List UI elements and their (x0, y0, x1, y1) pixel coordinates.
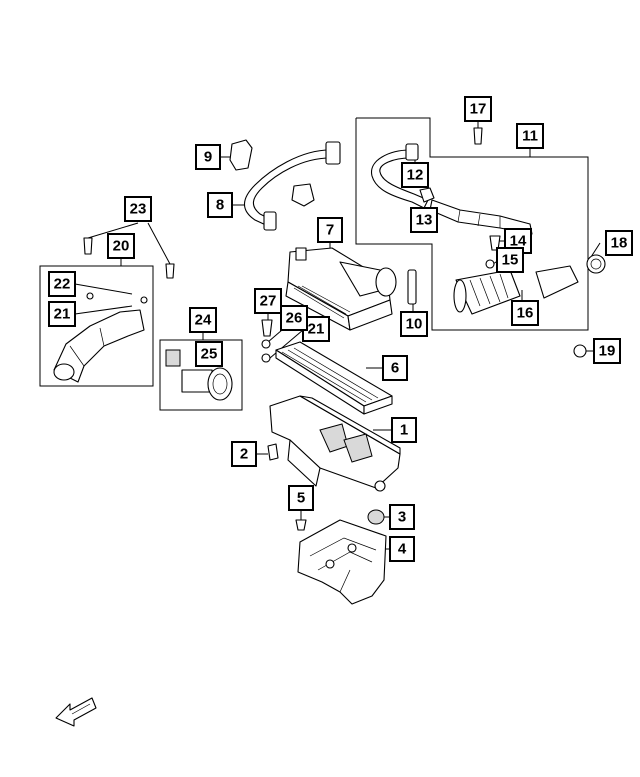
hose-clamp-18-inner (590, 258, 602, 270)
callout-12[interactable]: 12 (401, 162, 429, 188)
svg-text:12: 12 (407, 167, 424, 184)
svg-text:18: 18 (611, 235, 628, 252)
svg-text:7: 7 (326, 222, 334, 239)
svg-text:14: 14 (510, 233, 527, 250)
svg-text:6: 6 (391, 360, 399, 377)
o-ring-19[interactable] (573, 344, 587, 358)
svg-text:27: 27 (260, 293, 277, 310)
bolt-part-23-left[interactable] (83, 237, 93, 255)
push-pin-part-5[interactable] (295, 519, 307, 531)
callout-6[interactable]: 6 (382, 355, 408, 381)
air-cleaner-cover[interactable] (285, 247, 397, 331)
bolt-part-23-right[interactable] (165, 263, 175, 279)
svg-text:8: 8 (216, 197, 224, 214)
callout-8[interactable]: 8 (207, 192, 233, 218)
svg-text:3: 3 (398, 509, 406, 526)
svg-text:21: 21 (54, 306, 71, 323)
vent-fitting-lower[interactable] (291, 183, 315, 207)
bolt-part-27[interactable] (261, 319, 273, 337)
callout-24[interactable]: 24 (189, 307, 217, 333)
callout-25[interactable]: 25 (195, 341, 223, 367)
hose-clip-lower[interactable] (263, 211, 277, 231)
isolator-part-3[interactable] (367, 509, 385, 525)
connector-part-25[interactable] (165, 349, 181, 367)
air-inlet-duct[interactable] (53, 309, 145, 383)
clip-part-15[interactable] (485, 259, 495, 269)
svg-text:25: 25 (201, 346, 218, 363)
air-inlet-hose[interactable] (453, 265, 579, 315)
callout-16[interactable]: 16 (511, 300, 539, 326)
mounting-bracket[interactable] (297, 519, 387, 605)
sensor-part-10[interactable] (407, 269, 417, 305)
callout-7[interactable]: 7 (317, 217, 343, 243)
washer-part-21-right[interactable] (261, 353, 271, 363)
svg-text:4: 4 (398, 541, 407, 558)
svg-text:22: 22 (54, 276, 71, 293)
callout-9[interactable]: 9 (195, 144, 221, 170)
callout-27[interactable]: 27 (254, 288, 282, 314)
svg-text:24: 24 (195, 312, 212, 329)
callout-17[interactable]: 17 (464, 96, 492, 122)
svg-text:26: 26 (286, 310, 303, 327)
callout-26[interactable]: 26 (280, 305, 308, 331)
callout-3[interactable]: 3 (389, 504, 415, 530)
svg-text:16: 16 (517, 305, 534, 322)
svg-text:17: 17 (470, 101, 487, 118)
group-frame-20 (39, 265, 154, 387)
svg-text:23: 23 (130, 201, 147, 218)
air-cleaner-body[interactable] (269, 395, 401, 492)
svg-text:10: 10 (406, 316, 423, 333)
svg-text:9: 9 (204, 149, 212, 166)
svg-text:19: 19 (599, 343, 616, 360)
callout-13[interactable]: 13 (410, 207, 438, 233)
svg-text:5: 5 (297, 490, 305, 507)
leader-lines (74, 121, 601, 550)
washer-part-22[interactable] (86, 292, 94, 300)
svg-text:20: 20 (113, 238, 130, 255)
svg-text:1: 1 (400, 422, 408, 439)
washer-part-21-left[interactable] (140, 296, 148, 304)
hose-clip-upper[interactable] (325, 141, 341, 165)
clamp-part-13[interactable] (419, 187, 435, 203)
svg-text:11: 11 (522, 128, 538, 145)
svg-text:15: 15 (502, 252, 519, 269)
direction-arrow-icon (55, 697, 97, 727)
callout-22[interactable]: 22 (48, 271, 76, 297)
mass-airflow-sensor[interactable] (181, 367, 233, 401)
washer-part-26[interactable] (261, 339, 271, 349)
grommet-part-2[interactable] (267, 443, 279, 461)
callout-15[interactable]: 15 (496, 247, 524, 273)
bolt-part-17[interactable] (473, 127, 483, 145)
callout-5[interactable]: 5 (288, 485, 314, 511)
group-frame-11 (355, 117, 589, 331)
svg-text:21: 21 (308, 321, 325, 338)
vent-fitting-9[interactable] (229, 139, 253, 171)
callout-21-left[interactable]: 21 (48, 301, 76, 327)
air-filter-element[interactable] (275, 341, 393, 415)
hose-clamp-18[interactable] (586, 254, 606, 274)
callout-20[interactable]: 20 (107, 233, 135, 259)
callout-1[interactable]: 1 (391, 417, 417, 443)
callout-18[interactable]: 18 (605, 230, 633, 256)
callout-10[interactable]: 10 (400, 311, 428, 337)
vent-hose[interactable] (243, 149, 331, 227)
callout-23[interactable]: 23 (124, 196, 152, 222)
callout-11[interactable]: 11 (516, 123, 544, 149)
svg-text:2: 2 (240, 446, 248, 463)
callout-19[interactable]: 19 (593, 338, 621, 364)
group-frame-24 (159, 339, 243, 411)
svg-text:13: 13 (416, 212, 433, 229)
callout-4[interactable]: 4 (389, 536, 415, 562)
callout-2[interactable]: 2 (231, 441, 257, 467)
